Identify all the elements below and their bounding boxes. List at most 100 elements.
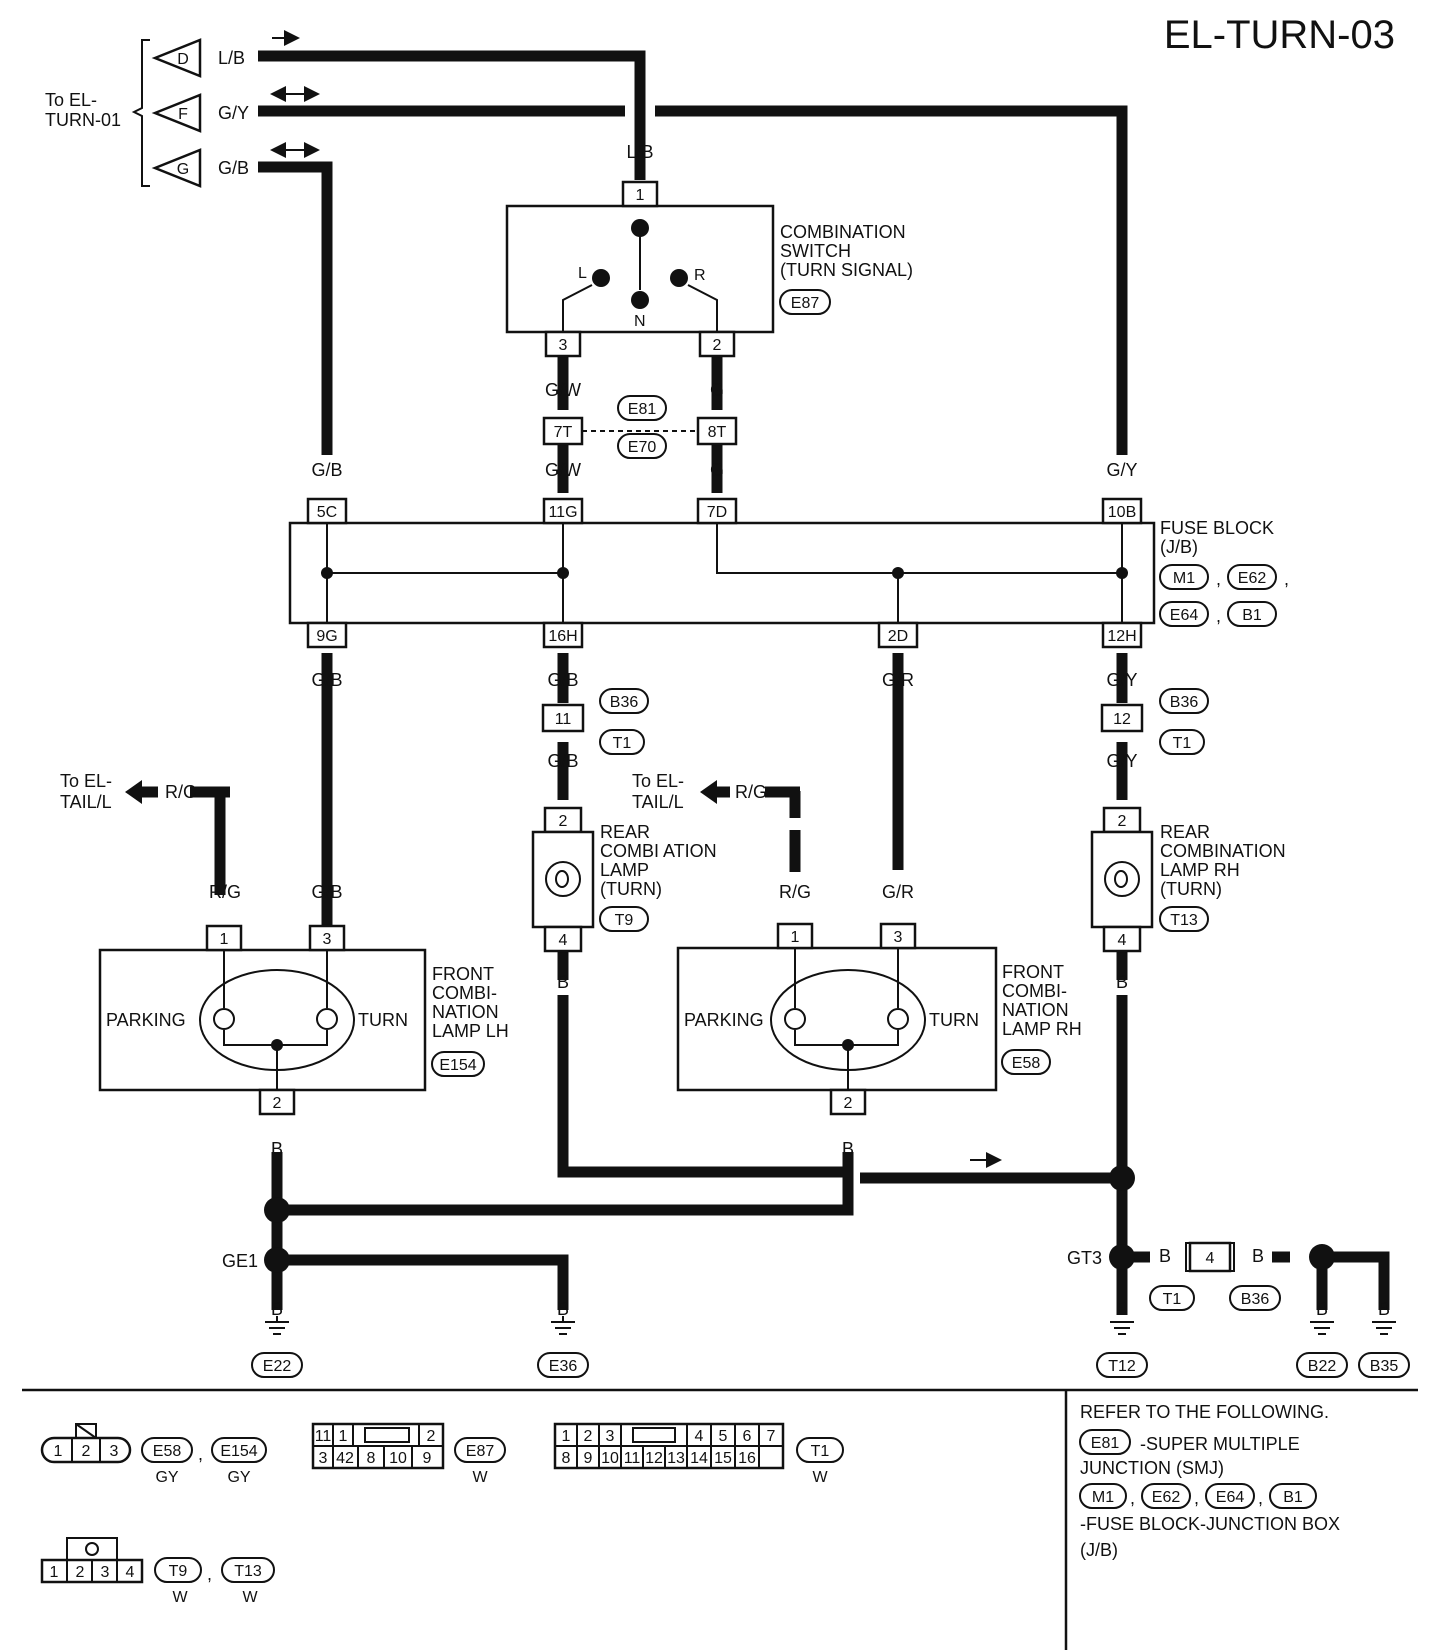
svg-text:COMBINATION: COMBINATION — [780, 222, 906, 242]
svg-text:To EL-: To EL- — [632, 771, 684, 791]
svg-text:,: , — [207, 1564, 212, 1584]
svg-text:B: B — [1378, 1299, 1390, 1319]
svg-text:(TURN SIGNAL): (TURN SIGNAL) — [780, 260, 913, 280]
svg-text:,: , — [1258, 1488, 1263, 1508]
smj-joint: 7T 8T E81 E70 — [542, 395, 738, 459]
svg-text:3: 3 — [101, 1564, 110, 1581]
svg-text:1: 1 — [220, 931, 229, 948]
svg-text:G/B: G/B — [311, 460, 342, 480]
svg-text:10B: 10B — [1108, 504, 1136, 521]
svg-text:2: 2 — [844, 1095, 853, 1112]
svg-text:G/Y: G/Y — [1106, 460, 1137, 480]
svg-text:11: 11 — [624, 1450, 641, 1467]
svg-text:G/B: G/B — [218, 158, 249, 178]
svg-text:G/W: G/W — [545, 380, 581, 400]
svg-text:B: B — [1116, 1299, 1128, 1319]
svg-text:COMBI ATION: COMBI ATION — [600, 841, 717, 861]
svg-text:JUNCTION (SMJ): JUNCTION (SMJ) — [1080, 1458, 1224, 1478]
ground-e36: E36 — [537, 1316, 589, 1378]
svg-text:B: B — [1316, 1299, 1328, 1319]
svg-text:7D: 7D — [707, 504, 727, 521]
svg-text:4: 4 — [695, 1428, 704, 1445]
svg-text:TAIL/L: TAIL/L — [632, 792, 684, 812]
svg-text:REAR: REAR — [1160, 822, 1210, 842]
svg-text:4: 4 — [1118, 932, 1127, 949]
svg-text:B36: B36 — [1241, 1291, 1270, 1308]
ground-t12: T12 — [1096, 1321, 1148, 1378]
arrow-connector-d: D L/B — [151, 38, 245, 78]
svg-text:2: 2 — [713, 337, 722, 354]
svg-text:GY: GY — [155, 1469, 178, 1486]
to-el-turn-label-2: TURN-01 — [45, 110, 121, 130]
ground-b35: B35 — [1358, 1321, 1410, 1378]
svg-text:4: 4 — [1206, 1250, 1215, 1267]
svg-text:,: , — [1130, 1488, 1135, 1508]
svg-text:11G: 11G — [548, 504, 577, 521]
svg-text:R/G: R/G — [735, 782, 767, 802]
svg-text:E154: E154 — [220, 1443, 257, 1460]
svg-text:NATION: NATION — [1002, 1000, 1069, 1020]
left-brace — [131, 39, 150, 187]
svg-text:REAR: REAR — [600, 822, 650, 842]
svg-text:3: 3 — [894, 929, 903, 946]
svg-text:W: W — [812, 1469, 828, 1486]
svg-text:3: 3 — [110, 1443, 119, 1460]
svg-text:NATION: NATION — [432, 1002, 499, 1022]
svg-text:FUSE BLOCK: FUSE BLOCK — [1160, 518, 1274, 538]
svg-text:E70: E70 — [628, 439, 657, 456]
gt3-joint-connector: 4 T1 B36 — [1149, 1241, 1281, 1311]
arrow-connector-f: F G/Y — [151, 93, 249, 133]
svg-text:L/B: L/B — [626, 142, 653, 162]
svg-text:E81: E81 — [628, 401, 657, 418]
svg-text:B: B — [842, 1139, 854, 1159]
svg-text:G: G — [710, 460, 724, 480]
svg-text:B: B — [271, 1299, 283, 1319]
svg-text:E64: E64 — [1216, 1489, 1245, 1506]
svg-text:TAIL/L: TAIL/L — [60, 792, 112, 812]
svg-text:4: 4 — [126, 1564, 135, 1581]
svg-text:T1: T1 — [811, 1443, 830, 1460]
wire-labels: G/W G G/B G/W G G/Y G/B G/B G/R G/Y G/B … — [165, 380, 1390, 1319]
svg-text:9: 9 — [423, 1450, 432, 1467]
svg-text:B: B — [1159, 1246, 1171, 1266]
svg-text:3: 3 — [319, 1450, 328, 1467]
svg-text:TURN: TURN — [929, 1010, 979, 1030]
svg-text:FRONT: FRONT — [1002, 962, 1064, 982]
to-el-turn-label-1: To EL- — [45, 90, 97, 110]
svg-text:(TURN): (TURN) — [600, 879, 662, 899]
svg-text:B22: B22 — [1308, 1358, 1337, 1375]
svg-text:(J/B): (J/B) — [1160, 537, 1198, 557]
svg-text:B1: B1 — [1283, 1489, 1303, 1506]
svg-text:12: 12 — [645, 1450, 663, 1467]
svg-text:1: 1 — [636, 187, 645, 204]
svg-text:,: , — [1216, 606, 1221, 626]
svg-text:15: 15 — [714, 1450, 732, 1467]
svg-text:12H: 12H — [1107, 628, 1136, 645]
svg-text:To EL-: To EL- — [60, 771, 112, 791]
rear-lamp-rh: 2 4 REAR COMBINATION LAMP RH (TURN) T13 — [1090, 806, 1286, 953]
front-lamp-lh: 1 3 2 PARKING TURN FRONT COMBI- NATION L… — [98, 924, 509, 1116]
svg-text:T1: T1 — [613, 735, 632, 752]
svg-text:T13: T13 — [1170, 912, 1198, 929]
svg-text:9G: 9G — [316, 628, 337, 645]
inline-connector-11: 11 B36 T1 — [541, 688, 649, 755]
arrow-connector-g: G G/B — [151, 148, 249, 188]
svg-text:R/G: R/G — [779, 882, 811, 902]
to-el-tail-left: To EL- TAIL/L — [60, 771, 158, 812]
svg-text:5C: 5C — [317, 504, 337, 521]
svg-text:E87: E87 — [791, 295, 820, 312]
svg-text:B35: B35 — [1370, 1358, 1399, 1375]
svg-text:G/R: G/R — [882, 670, 914, 690]
svg-text:E62: E62 — [1238, 570, 1267, 587]
legend-16pin-connector: 1 2 3 4 5 6 7 8 9 10 11 12 13 14 15 16 T… — [553, 1422, 844, 1486]
ground-e22: E22 — [251, 1316, 303, 1378]
svg-text:13: 13 — [667, 1450, 685, 1467]
svg-text:L/B: L/B — [218, 48, 245, 68]
legend-4pin-connector: 1 2 3 4 T9 , T13 W W — [40, 1537, 275, 1606]
svg-text:F: F — [178, 106, 188, 123]
svg-text:G/Y: G/Y — [1106, 751, 1137, 771]
svg-text:G/R: G/R — [882, 882, 914, 902]
svg-text:G: G — [177, 161, 189, 178]
diagram-title: EL-TURN-03 — [1164, 13, 1395, 57]
svg-text:10: 10 — [601, 1450, 619, 1467]
